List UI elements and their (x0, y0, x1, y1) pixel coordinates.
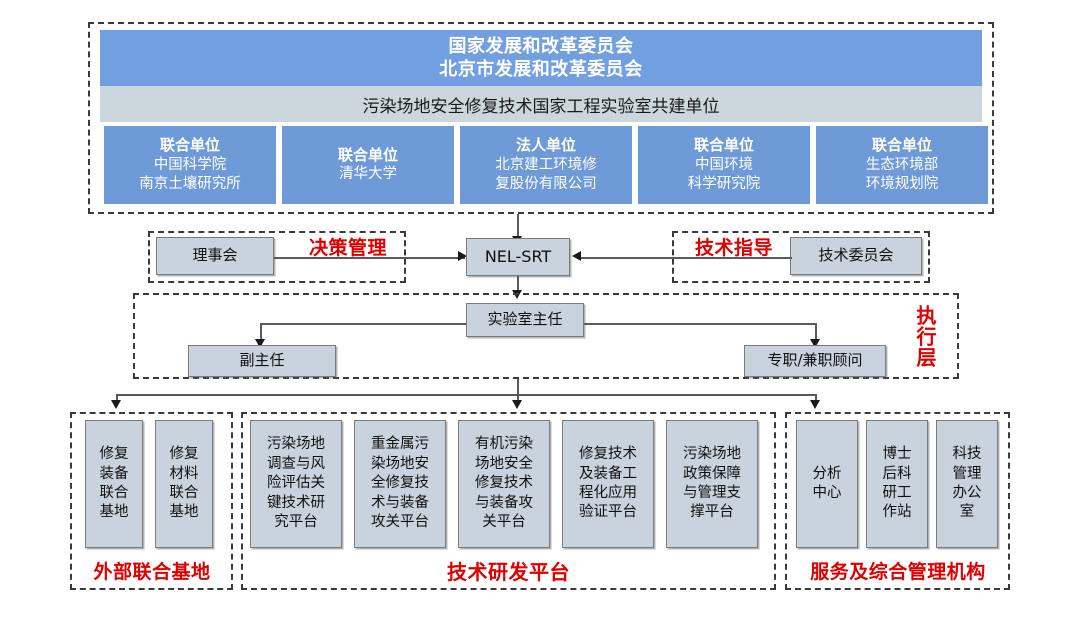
unit-role-3: 联合单位 (693, 135, 754, 154)
unit-name-4-2: 环境规划院 (865, 175, 939, 192)
connector-spine-to-external (116, 394, 118, 404)
advisor-label: 专职/兼职顾问 (767, 351, 863, 370)
connector-director-to-deputy (260, 323, 262, 343)
connector-director-to-advisor (815, 323, 817, 343)
rnd-platform-item-3: 修复技术 及装备工 程化应用 验证平台 (562, 420, 654, 548)
lab-director-label: 实验室主任 (487, 310, 563, 329)
unit-box-0: 联合单位 中国科学院 南京土壤研究所 (104, 126, 276, 204)
service-item-1: 博士 后科 研工 作站 (866, 420, 928, 548)
rnd-platforms-group (241, 412, 776, 590)
connector-spine-to-service (815, 394, 817, 404)
header-line-2: 北京市发展和改革委员会 (439, 59, 643, 80)
service-item-0: 分析 中心 (796, 420, 858, 548)
technical-committee-label: 技术委员会 (818, 246, 894, 265)
rnd-platform-item-2: 有机污染 场地安全 修复技术 与装备攻 关平台 (458, 420, 550, 548)
nel-srt-box: NEL-SRT (466, 238, 570, 276)
service-management-group (785, 412, 1010, 590)
unit-box-4: 联合单位 生态环境部 环境规划院 (816, 126, 988, 204)
arrow-to-service-management (810, 400, 820, 409)
board-of-directors-box: 理事会 (156, 237, 274, 275)
arrow-committee-to-nelsrt (572, 251, 581, 261)
arrow-director-to-deputy (255, 339, 265, 348)
deputy-director-box: 副主任 (188, 345, 336, 377)
external-bases-group (70, 412, 233, 590)
connector-executive-down (517, 379, 519, 395)
deputy-director-label: 副主任 (239, 351, 285, 370)
lab-director-box: 实验室主任 (466, 303, 584, 337)
arrow-to-external-bases (111, 400, 121, 409)
external-bases-label: 外部联合基地 (93, 560, 211, 583)
advisor-box: 专职/兼职顾问 (744, 345, 886, 377)
rnd-platform-item-0: 污染场地 调查与风 险评估关 键技术研 究平台 (250, 420, 342, 548)
unit-name-1-1: 清华大学 (339, 166, 397, 183)
unit-name-0-1: 中国科学院 (153, 156, 227, 173)
connector-director-spine (260, 323, 466, 325)
rnd-platforms-label: 技术研发平台 (447, 559, 570, 584)
executive-layer-label: 执行层 (913, 304, 937, 368)
external-base-item-0: 修复 装备 联合 基地 (85, 420, 143, 548)
connector-nelsrt-to-executive (517, 276, 519, 294)
arrow-director-to-advisor (810, 339, 820, 348)
unit-box-1: 联合单位 清华大学 (282, 126, 454, 204)
connector-director-spine-right (584, 323, 816, 325)
connector-bottom-spine (116, 394, 816, 396)
service-management-label: 服务及综合管理机构 (810, 560, 986, 583)
lab-subtitle-text: 污染场地安全修复技术国家工程实验室共建单位 (362, 96, 720, 117)
unit-role-2: 法人单位 (515, 135, 576, 154)
connector-top-to-nelsrt (517, 214, 519, 238)
board-label: 理事会 (192, 246, 238, 265)
unit-name-4-1: 生态环境部 (865, 156, 939, 173)
unit-box-3: 联合单位 中国环境 科学研究院 (638, 126, 810, 204)
arrow-to-rnd-platforms (512, 400, 522, 409)
unit-role-0: 联合单位 (159, 135, 220, 154)
unit-name-3-1: 中国环境 (695, 156, 753, 173)
unit-role-4: 联合单位 (871, 135, 932, 154)
top-governing-group (88, 22, 994, 214)
unit-role-1: 联合单位 (337, 145, 398, 164)
technical-guidance-label: 技术指导 (694, 236, 773, 259)
nel-srt-label: NEL-SRT (484, 246, 552, 266)
connector-spine-to-rnd (517, 394, 519, 404)
connector-board-to-nelsrt (274, 257, 465, 259)
arrow-board-to-nelsrt (458, 251, 467, 261)
national-commission-header: 国家发展和改革委员会 北京市发展和改革委员会 (100, 30, 982, 86)
unit-name-2-1: 北京建工环境修 (495, 156, 597, 173)
executive-layer-group (133, 293, 959, 379)
header-line-1: 国家发展和改革委员会 (448, 35, 634, 57)
unit-name-3-2: 科学研究院 (687, 175, 761, 192)
decision-management-label: 决策管理 (308, 236, 387, 259)
unit-name-0-2: 南京土壤研究所 (139, 175, 241, 192)
external-base-item-1: 修复 材料 联合 基地 (155, 420, 213, 548)
service-item-2: 科技 管理 办公 室 (936, 420, 998, 548)
lab-subtitle-bar: 污染场地安全修复技术国家工程实验室共建单位 (100, 86, 982, 122)
rnd-platform-item-4: 污染场地 政策保障 与管理支 撑平台 (666, 420, 758, 548)
connector-committee-to-nelsrt (580, 257, 792, 259)
technical-committee-box: 技术委员会 (790, 237, 922, 275)
unit-name-2-2: 复股份有限公司 (495, 175, 597, 192)
unit-box-2: 法人单位 北京建工环境修 复股份有限公司 (460, 126, 632, 204)
rnd-platform-item-1: 重金属污 染场地安 全修复技 术与装备 攻关平台 (354, 420, 446, 548)
